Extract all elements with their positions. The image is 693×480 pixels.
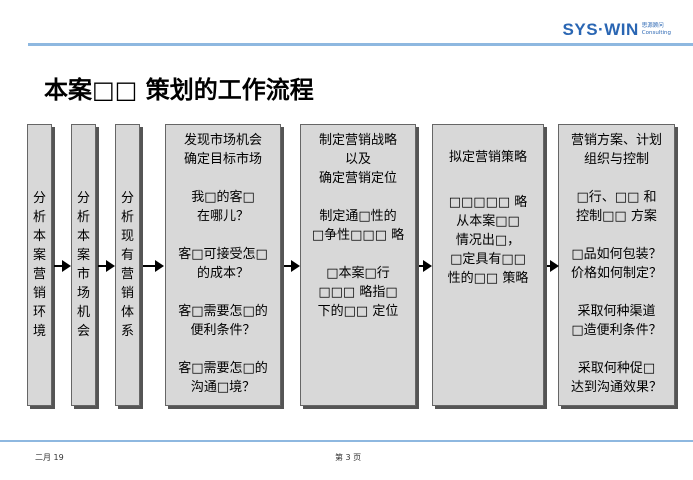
step-7-group-1: 营销方案、计划组织与控制 [570,133,662,167]
step-box-6: 拟定营销策略 □□□□□ 略从本案□□情况出□，□定具有□□性的□□ 策略 [432,124,544,406]
step-6-group-1: 拟定营销策略 [448,150,527,165]
step-7-group-4: 采取何种渠道□造便利条件？ [571,304,662,338]
step-4-group-4: 客□需要怎□的便利条件？ [178,304,268,338]
step-4-group-5: 客□需要怎□的沟通□境？ [178,361,268,395]
logo-subtitle: 思源顾问 Consulting [642,23,671,37]
footer-page-number: 第 3 页 [335,453,362,462]
step-1-text: 分析本案营销环境 [32,191,46,339]
logo-mark: SYS·WIN [562,20,639,39]
step-box-7: 营销方案、计划组织与控制 □行、□□ 和控制□□ 方案 □品如何包装？价格如何制… [558,124,675,406]
flow-arrow-3 [143,260,164,272]
logo-sub-cn: 思源顾问 [641,23,664,29]
page-title: 本案□□ 策划的工作流程 [44,76,314,104]
footer-divider [0,440,693,442]
step-5-group-3: □本案□行□□□ 略指□下的□□ 定位 [317,266,399,319]
step-4-group-2: 我□的客□在哪儿？ [191,190,255,224]
step-3-text: 分析现有营销体系 [120,191,134,339]
step-4-group-1: 发现市场机会确定目标市场 [183,133,262,167]
step-4-group-3: 客□可接受怎□的成本？ [178,247,268,281]
flow-arrow-5 [419,260,432,272]
step-5-group-1: 制定营销战略以及确定营销定位 [318,133,397,186]
step-box-4: 发现市场机会确定目标市场 我□的客□在哪儿？ 客□可接受怎□的成本？ 客□需要怎… [165,124,281,406]
step-box-5: 制定营销战略以及确定营销定位 制定通□性的□争性□□□ 略 □本案□行□□□ 略… [300,124,416,406]
footer-date: 二月 19 [35,453,64,462]
flow-arrow-6 [547,260,559,272]
flow-arrow-4 [284,260,300,272]
step-box-1: 分析本案营销环境 [27,124,52,406]
logo-sub-en: Consulting [641,30,671,36]
step-box-2: 分析本案市场机会 [71,124,96,406]
step-5-group-2: 制定通□性的□争性□□□ 略 [311,209,405,243]
step-7-group-3: □品如何包装？价格如何制定？ [570,247,662,281]
step-7-group-5: 采取何种促□达到沟通效果？ [570,361,662,395]
flow-arrow-2 [98,260,115,272]
brand-logo: SYS·WIN 思源顾问 Consulting [563,20,671,40]
step-2-text: 分析本案市场机会 [76,191,90,339]
header-divider [28,43,693,46]
step-box-3: 分析现有营销体系 [115,124,140,406]
step-6-group-2: □□□□□ 略从本案□□情况出□，□定具有□□性的□□ 策略 [447,195,529,286]
flow-arrow-1 [54,260,71,272]
step-7-group-2: □行、□□ 和控制□□ 方案 [576,190,657,224]
